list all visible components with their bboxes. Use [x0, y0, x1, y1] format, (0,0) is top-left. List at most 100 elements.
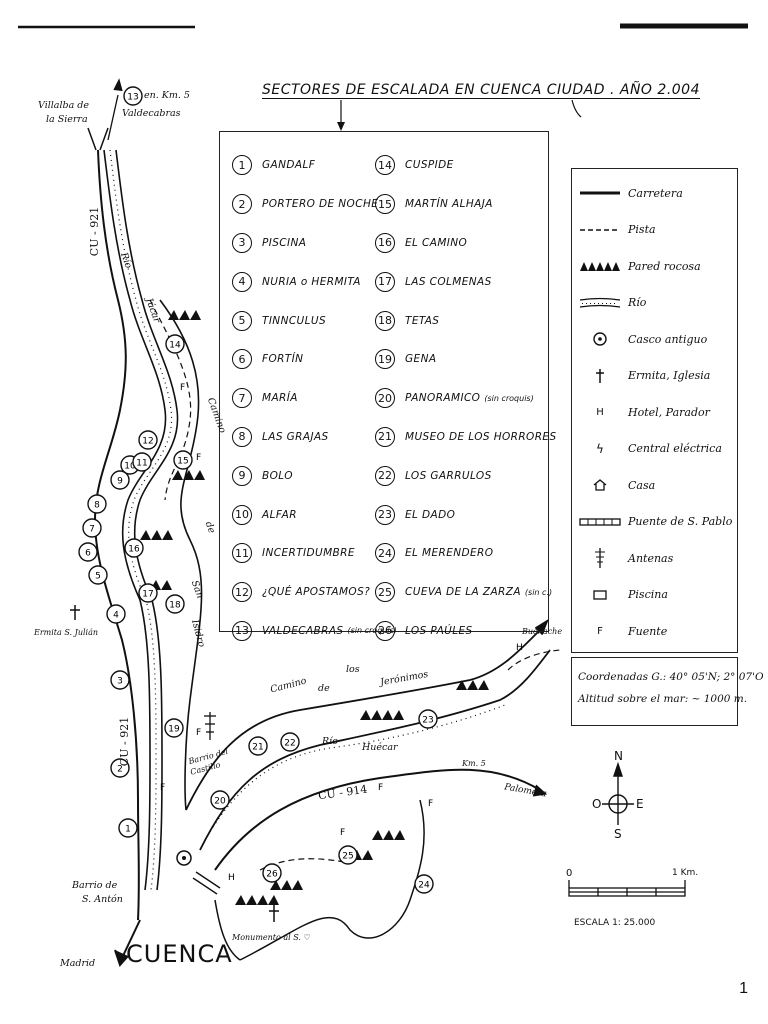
legend-item: Río — [572, 285, 737, 321]
label-jeronimos-3: los — [346, 664, 360, 675]
legend-item: Casa — [572, 467, 737, 503]
hermitage-markers — [70, 605, 279, 922]
legend-item: Pared rocosa — [572, 248, 737, 284]
sector-name: EL CAMINO — [405, 236, 468, 249]
scale-zero: 0 — [566, 868, 573, 879]
fountain-marker: F — [160, 783, 165, 793]
sector-marker — [106, 604, 126, 624]
sector-name: LOS GARRULOS — [405, 469, 492, 482]
sector-marker — [248, 736, 268, 756]
label-cuenca: CUENCA — [126, 940, 233, 968]
sector-marker-label: 21 — [252, 743, 263, 753]
legend-item: Puente de S. Pablo — [572, 504, 737, 540]
coordinates-text: Coordenadas G.: 40° 05'N; 2° 07'O — [578, 671, 764, 683]
page-number: 1 — [739, 980, 748, 997]
sector-number-badge: 5 — [232, 310, 252, 331]
map-title: SECTORES DE ESCALADA EN CUENCA CIUDAD . … — [262, 82, 700, 98]
sector-marker — [165, 334, 185, 354]
jucar-river — [103, 149, 179, 891]
sector-marker — [87, 494, 107, 514]
sector-name: LAS GRAJAS — [262, 430, 329, 443]
sector-name: VALDECABRAS — [262, 624, 344, 637]
road-madrid — [114, 919, 141, 967]
sector-name: TETAS — [405, 314, 440, 327]
sector-marker — [88, 565, 108, 585]
sector-number-badge: 14 — [375, 155, 395, 176]
sector-marker — [132, 452, 152, 472]
sector-item: 5 TINNCULUS — [232, 301, 397, 340]
title-arrow — [337, 99, 582, 131]
sector-marker-label: 14 — [169, 341, 181, 351]
legend-label: Puente de S. Pablo — [628, 515, 733, 528]
fountain-marker: F — [340, 828, 345, 838]
sector-marker — [280, 732, 300, 752]
sector-marker — [118, 818, 138, 838]
scale-bar — [568, 880, 686, 897]
rock-wall-icon — [572, 260, 628, 272]
bridge-map — [192, 871, 221, 895]
label-cu921-bottom: CU - 921 — [118, 716, 132, 767]
label-monumento: Monumento al S. ♡ — [232, 933, 311, 942]
sector-marker-label: 16 — [128, 545, 140, 555]
sector-number-badge: 13 — [232, 620, 252, 641]
sector-marker — [110, 470, 130, 490]
sector-marker — [110, 670, 130, 690]
sector-name: PISCINA — [262, 236, 307, 249]
power-station-icon: ϟ — [596, 441, 604, 456]
sector-marker-label: 8 — [94, 501, 100, 511]
fountain-marker: F — [378, 783, 383, 793]
legend-label: Pared rocosa — [628, 259, 701, 273]
sector-marker-label: 25 — [342, 852, 353, 862]
sector-note: (sin croquis) — [347, 626, 397, 636]
legend-item: Casco antiguo — [572, 321, 737, 357]
sector-marker-label: 7 — [89, 525, 95, 535]
scale-ratio: ESCALA 1: 25.000 — [574, 918, 656, 928]
sector-number-badge: 17 — [375, 271, 395, 292]
sector-number-badge: 10 — [232, 504, 252, 525]
compass-e: E — [636, 797, 644, 811]
sector-name: BOLO — [262, 469, 293, 482]
legend-item: Antenas — [572, 540, 737, 576]
legend-label: Piscina — [628, 588, 668, 601]
sector-name: ¿QUÉ APOSTAMOS? — [262, 586, 371, 599]
altitude-text: Altitud sobre el mar: ~ 1000 m. — [578, 693, 748, 705]
sector-number-badge: 23 — [375, 504, 395, 525]
sector-marker-label: 13 — [127, 93, 138, 103]
sector-marker — [78, 542, 98, 562]
sector-number-badge: 21 — [375, 426, 395, 447]
camino-san-isidro — [159, 299, 203, 811]
sector-name: TINNCULUS — [262, 314, 327, 327]
hermitage-cross-icon — [572, 368, 628, 384]
sector-name: LOS PAÚLES — [405, 624, 473, 637]
legend-label: Ermita, Iglesia — [628, 369, 711, 382]
scale-one-km: 1 Km. — [672, 868, 699, 878]
legend-label: Casco antiguo — [628, 332, 708, 346]
legend-label: Río — [628, 296, 647, 309]
legend-label: Central eléctrica — [628, 442, 722, 455]
sector-marker-label: 24 — [418, 881, 430, 891]
sector-marker-label: 19 — [168, 725, 180, 735]
label-jeronimos-2: de — [318, 683, 330, 694]
track-dashed-icon — [572, 225, 628, 235]
sector-marker-label: 23 — [422, 716, 433, 726]
label-ermita-julian: Ermita S. Julián — [34, 628, 99, 637]
sector-marker — [138, 430, 158, 450]
compass-rose — [602, 761, 634, 825]
pool-icon — [572, 589, 628, 600]
fountain-f-icon: F — [597, 625, 603, 637]
sector-marker-label: 2 — [117, 765, 123, 775]
